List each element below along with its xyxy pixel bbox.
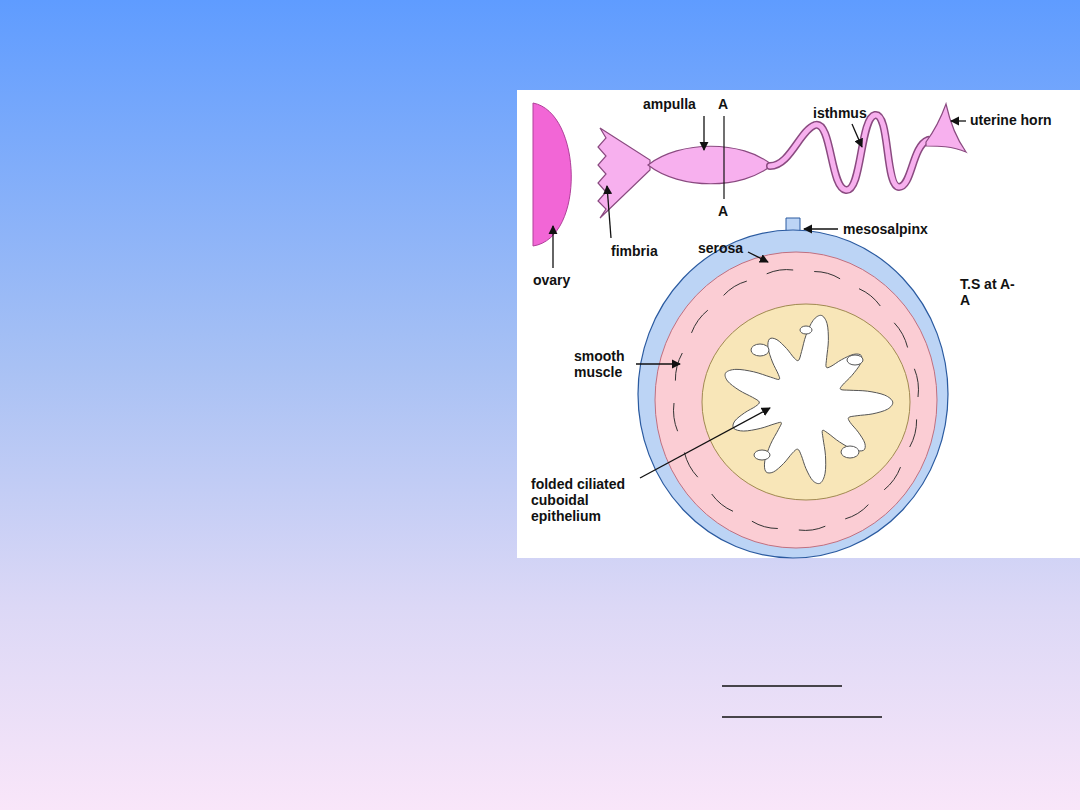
muscle-dash — [767, 270, 794, 274]
muscle-dash — [692, 310, 708, 333]
part-label: smooth muscle — [574, 348, 636, 380]
muscle-fibres — [674, 270, 919, 531]
lumen-island — [847, 355, 863, 365]
muscle-dash — [675, 353, 682, 381]
part-label: folded ciliated cuboidal epithelium — [531, 476, 653, 524]
lumen-island — [800, 326, 812, 334]
muscle-dash — [814, 272, 840, 279]
leader-lines — [553, 116, 966, 478]
muscle-dash — [684, 453, 697, 478]
isthmus-outline — [770, 115, 928, 190]
muscle-dash — [914, 369, 918, 397]
ampulla-shape — [648, 146, 772, 184]
smooth-muscle-layer — [655, 252, 937, 548]
blank-underline — [722, 716, 882, 718]
muscle-dash — [712, 494, 733, 511]
muscle-dash — [859, 289, 880, 306]
uterine-horn-shape — [926, 104, 966, 152]
muscle-dash — [799, 526, 826, 530]
section-letter: A — [718, 203, 728, 219]
leader-arrow — [636, 363, 680, 364]
part-label: uterine horn — [970, 112, 1052, 128]
section-caption: T.S at A-A — [960, 276, 1016, 308]
lumen-island — [841, 446, 859, 458]
muscle-dash — [752, 521, 778, 528]
lumen-island — [751, 344, 769, 356]
muscle-dash — [674, 403, 678, 431]
leader-arrow — [748, 252, 768, 262]
ovary-shape — [533, 103, 571, 246]
blank-underline — [722, 685, 842, 687]
leader-arrow — [852, 124, 862, 147]
muscle-dash — [845, 505, 868, 519]
muscle-dash — [894, 323, 907, 348]
leader-arrow — [640, 408, 770, 478]
lumen-islands — [751, 326, 863, 460]
leader-arrow — [804, 228, 838, 229]
part-label: mesosalpinx — [843, 221, 928, 237]
leader-arrow — [951, 120, 966, 121]
muscle-dash — [884, 467, 900, 490]
leader-arrow — [703, 116, 704, 150]
leader-arrow — [607, 186, 611, 238]
lumen-island — [754, 450, 770, 460]
part-label: isthmus — [813, 105, 867, 121]
part-label: ovary — [533, 272, 570, 288]
lumen-folds — [725, 315, 893, 483]
part-label: ampulla — [643, 96, 696, 112]
mucosa-layer — [702, 304, 910, 500]
part-label: serosa — [698, 240, 743, 256]
muscle-dash — [910, 419, 917, 447]
isthmus-tube — [770, 115, 928, 190]
fimbria-shape — [598, 128, 650, 218]
section-line — [723, 116, 724, 199]
section-letter: A — [718, 96, 728, 112]
serosa-layer — [638, 230, 948, 558]
stalk-join — [786, 232, 800, 235]
part-label: fimbria — [611, 243, 658, 259]
white-panel — [517, 90, 1080, 558]
muscle-dash — [724, 281, 747, 295]
leader-arrow — [552, 226, 553, 268]
